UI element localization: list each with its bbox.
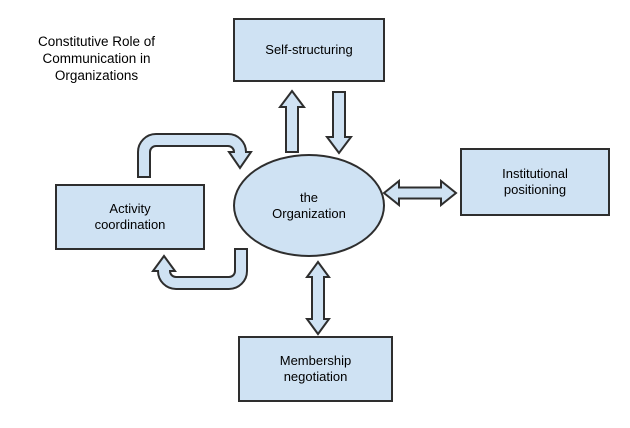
arrow-bent-activity-to-org <box>137 133 253 178</box>
arrow-double-org-membership <box>305 260 331 336</box>
arrow-bent-org-to-activity <box>151 248 248 290</box>
arrow-up-org-to-self-structuring <box>278 89 306 153</box>
diagram-title: Constitutive Role of Communication in Or… <box>37 34 156 83</box>
arrow-down-self-structuring-to-org <box>325 91 353 155</box>
node-self-structuring: Self-structuring <box>233 18 385 82</box>
node-institutional-positioning: Institutional positioning <box>460 148 610 216</box>
node-membership-negotiation: Membership negotiation <box>238 336 393 402</box>
node-activity-coordination: Activity coordination <box>55 184 205 250</box>
arrow-double-org-institutional <box>382 178 458 208</box>
node-the-organization: the Organization <box>233 154 385 257</box>
